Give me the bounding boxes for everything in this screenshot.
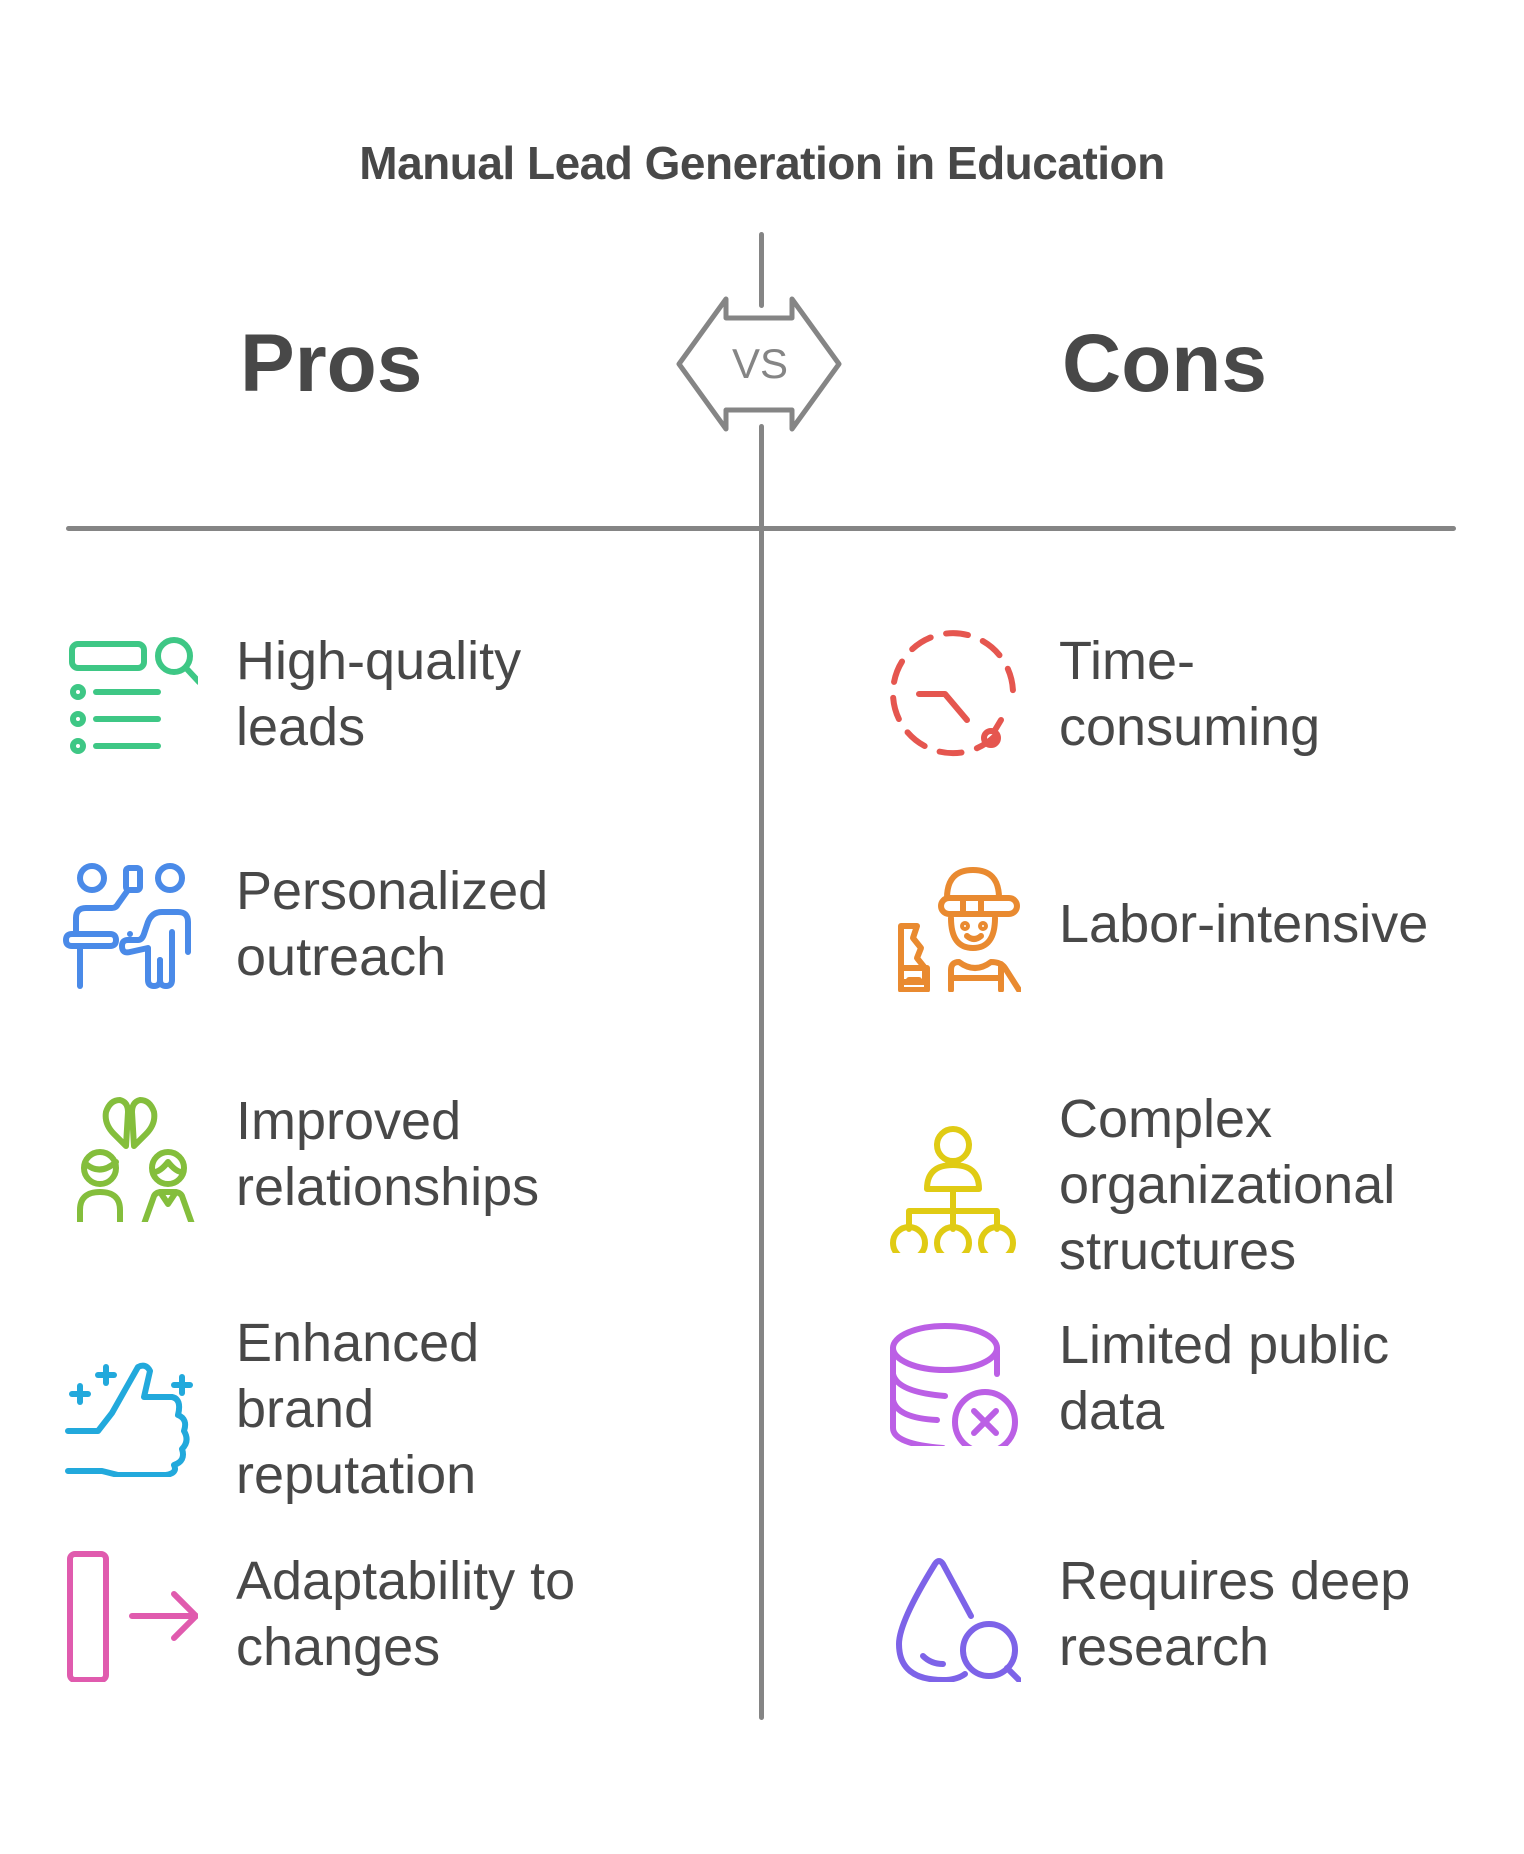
item-label: Enhanced brand reputation <box>236 1313 480 1505</box>
item-label: Labor-intensive <box>1059 894 1429 954</box>
cons-item-requires-deep-research: Requires deep research <box>885 1546 1485 1682</box>
pros-heading: Pros <box>240 318 423 409</box>
cons-item-time-consuming: Time- consuming <box>885 626 1485 762</box>
vertical-divider-top <box>759 232 764 308</box>
item-label: Adaptability to changes <box>236 1551 576 1677</box>
pros-item-adaptability: Adaptability to changes <box>62 1546 722 1682</box>
list-search-icon <box>62 626 198 762</box>
item-label: Improved relationships <box>236 1091 540 1217</box>
panel-arrow-right-icon <box>62 1546 198 1682</box>
pros-item-personalized-outreach: Personalized outreach <box>62 856 722 992</box>
pros-item-enhanced-brand-reputation: Enhanced brand reputation <box>62 1310 722 1508</box>
item-label: Complex organizational structures <box>1059 1089 1396 1281</box>
thumbs-up-sparkle-icon <box>62 1341 198 1477</box>
pros-item-improved-relationships: Improved relationships <box>62 1086 722 1222</box>
cons-heading: Cons <box>1062 318 1267 409</box>
item-label: Time- consuming <box>1059 631 1321 757</box>
vs-label: VS <box>732 340 788 387</box>
database-x-icon <box>885 1310 1021 1446</box>
item-label: Limited public data <box>1059 1315 1390 1441</box>
org-chart-icon <box>885 1117 1021 1253</box>
pros-item-high-quality-leads: High-quality leads <box>62 626 722 762</box>
cons-item-complex-org-structures: Complex organizational structures <box>885 1086 1485 1284</box>
double-arrow-icon: VS <box>676 296 842 432</box>
consultation-icon <box>62 856 198 992</box>
vertical-divider-bottom <box>759 424 764 1720</box>
cons-item-labor-intensive: Labor-intensive <box>885 856 1485 992</box>
couple-hearts-icon <box>62 1086 198 1222</box>
dashed-clock-icon <box>885 626 1021 762</box>
cons-item-limited-public-data: Limited public data <box>885 1310 1485 1446</box>
item-label: Requires deep research <box>1059 1551 1411 1677</box>
horizontal-divider <box>66 526 1456 531</box>
drop-search-icon <box>885 1546 1021 1682</box>
page-title: Manual Lead Generation in Education <box>359 137 1165 189</box>
item-label: High-quality leads <box>236 631 522 757</box>
item-label: Personalized outreach <box>236 861 549 987</box>
worker-saw-icon <box>885 856 1021 992</box>
vs-badge: VS <box>674 296 846 432</box>
